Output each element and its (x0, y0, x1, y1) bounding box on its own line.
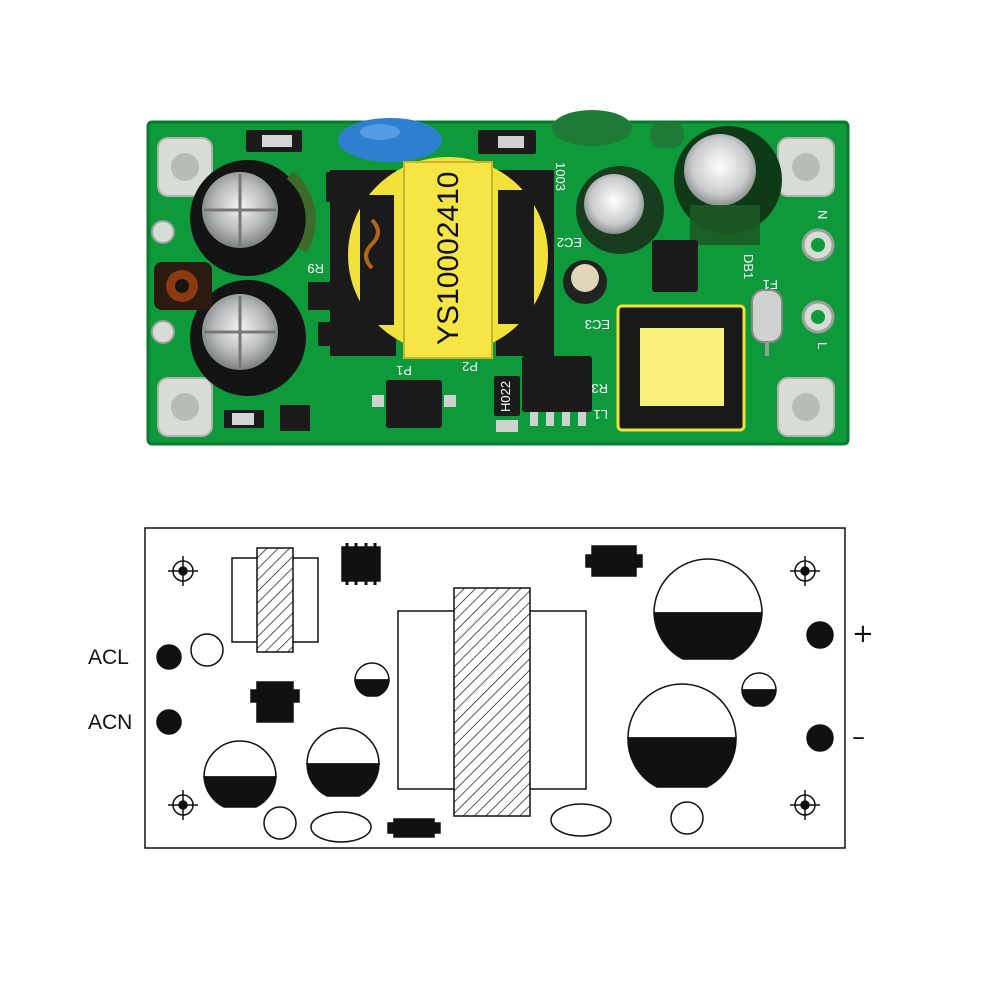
fuse (751, 289, 783, 356)
silk-h022: H022 (498, 381, 513, 412)
silk-db1: DB1 (741, 254, 756, 279)
pin-minus (806, 724, 834, 752)
mounting-pads (157, 137, 835, 437)
silk-l1: L1 (594, 407, 608, 422)
label-minus: – (852, 722, 865, 752)
silk-r9: R9 (307, 261, 324, 276)
silk-r3: R3 (591, 381, 608, 396)
silk-l: L (815, 342, 830, 349)
inductor-outline (231, 547, 319, 653)
electrolytic-capacitor-outline-2 (306, 727, 380, 797)
pcb-photo: YS10002410 (146, 110, 850, 446)
label-plus: + (852, 619, 874, 649)
transformer-marking: YS10002410 (432, 172, 465, 346)
small-capacitor-right (741, 672, 777, 707)
electrolytic-capacitor-bottom (190, 280, 306, 396)
label-acl: ACL (88, 646, 129, 669)
x-capacitor (552, 110, 684, 148)
pin-plus (806, 621, 834, 649)
ic-footprint-top (341, 543, 381, 585)
diode-footprint-top (585, 545, 643, 577)
label-acn: ACN (88, 711, 133, 734)
layout-diagram (144, 527, 846, 849)
silk-n: N (815, 210, 830, 219)
filter-inductor (616, 304, 746, 432)
smd-footprint-bottom (387, 818, 441, 838)
silk-p2: P2 (462, 359, 478, 374)
silk-1003: 1003 (553, 162, 568, 191)
silkscreen: R9 P1 P2 EC2 EC3 DB1 F1 L1 N L R3 1003 H… (307, 162, 830, 422)
ic-components (318, 172, 698, 428)
electrolytic-capacitor-outline-4 (627, 683, 737, 788)
transformer-outline (397, 587, 587, 817)
electrolytic-capacitor-outline-1 (203, 740, 277, 808)
silk-p1: P1 (396, 363, 412, 378)
silk-ec3: EC3 (585, 317, 610, 332)
inductor-left (154, 262, 212, 310)
green-capacitor-right (674, 126, 782, 245)
pin-acn (156, 709, 182, 735)
smd-footprint-mid (250, 681, 300, 723)
electrolytic-capacitor-top (190, 160, 316, 276)
green-capacitor-left (576, 166, 664, 254)
silk-f1: F1 (763, 277, 778, 292)
silk-ec2: EC2 (557, 235, 582, 250)
mounting-hole-markers (168, 556, 820, 820)
ac-input-pads (801, 228, 835, 334)
y-capacitor (338, 118, 442, 162)
dc-output-pads (151, 220, 175, 344)
electrolytic-capacitor-outline-3 (653, 558, 763, 660)
pin-acl (156, 644, 182, 670)
diagram-outline (144, 527, 846, 849)
small-capacitor-left (354, 662, 390, 697)
